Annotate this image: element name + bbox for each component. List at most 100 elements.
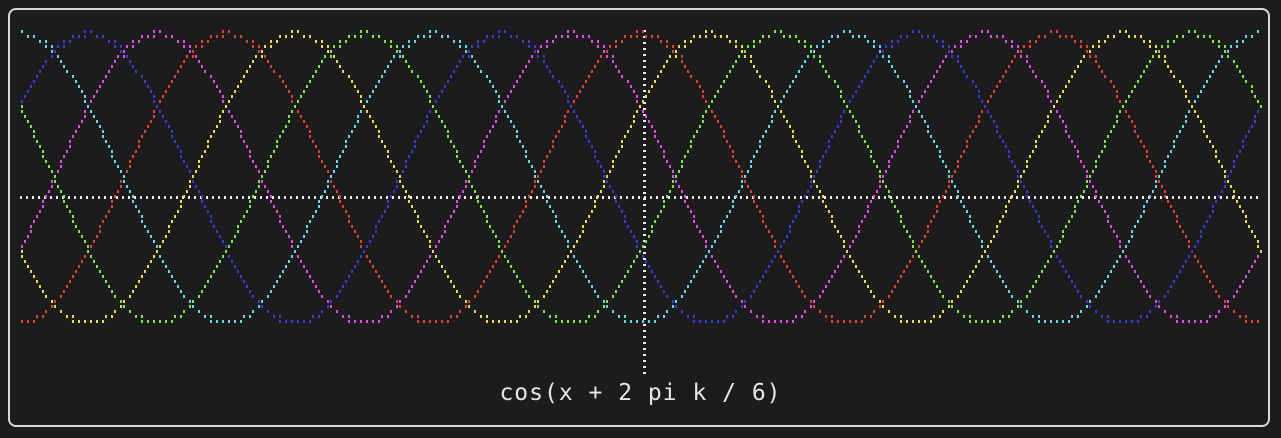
series-point [783,95,785,98]
x-axis-dot [1214,196,1216,199]
series-point [558,270,560,273]
series-point [99,230,101,233]
series-point [1092,45,1094,48]
x-axis-dot [464,196,466,199]
x-axis-dot [932,196,934,199]
series-point [645,35,647,38]
series-point [1074,210,1076,213]
series-point [855,90,857,93]
series-point [126,170,128,173]
series-point [1026,160,1028,163]
series-point [663,200,665,203]
x-axis-dot [1202,196,1204,199]
series-point [1122,250,1124,253]
series-point [438,95,440,98]
series-point [825,315,827,318]
series-point [873,60,875,63]
series-point [726,280,728,283]
series-point [30,125,32,128]
series-point [300,260,302,263]
series-point [348,215,350,218]
series-point [831,220,833,223]
series-point [1125,245,1127,248]
series-point [333,45,335,48]
series-point [675,55,677,58]
series-point [102,220,104,223]
series-point [1128,95,1130,98]
series-point [957,195,959,198]
x-axis-dot [578,196,580,199]
series-point [657,215,659,218]
x-axis-dot [824,196,826,199]
series-point [1134,270,1136,273]
series-point [987,320,989,323]
series-point [933,315,935,318]
x-axis-dot [1082,196,1084,199]
series-point [1239,70,1241,73]
series-point [465,50,467,53]
series-point [726,215,728,218]
y-axis-dot [643,354,646,356]
series-point [480,205,482,208]
series-point [27,120,29,123]
series-point [1098,40,1100,43]
y-axis-dot [643,270,646,272]
series-point [81,90,83,93]
series-point [267,310,269,313]
series-point [372,265,374,268]
series-point [831,215,833,218]
series-point [129,295,131,298]
series-point [429,35,431,38]
series-point [912,30,914,33]
series-point [234,35,236,38]
series-point [60,310,62,313]
series-point [405,160,407,163]
series-point [909,120,911,123]
series-point [705,35,707,38]
series-point [978,235,980,238]
series-point [1200,230,1202,233]
x-axis-dot [80,196,82,199]
series-point [132,65,134,68]
series-point [429,110,431,113]
series-point [486,275,488,278]
series-point [756,150,758,153]
series-point [99,125,101,128]
series-point [792,220,794,223]
series-point [993,120,995,123]
series-point [603,185,605,188]
series-point [195,185,197,188]
series-point [723,135,725,138]
series-point [102,130,104,133]
series-point [702,95,704,98]
series-point [918,100,920,103]
series-point [288,115,290,118]
series-point [426,260,428,263]
series-point [513,230,515,233]
series-point [96,235,98,238]
series-point [429,320,431,323]
series-point [465,170,467,173]
series-point [276,140,278,143]
series-point [687,285,689,288]
series-point [1095,310,1097,313]
series-point [1242,210,1244,213]
x-axis-dot [1100,196,1102,199]
series-point [1212,70,1214,73]
series-point [261,55,263,58]
series-point [603,300,605,303]
series-point [252,310,254,313]
series-point [561,35,563,38]
series-point [1143,70,1145,73]
series-point [585,135,587,138]
series-point [1044,125,1046,128]
series-point [924,265,926,268]
series-point [1125,110,1127,113]
series-point [141,320,143,323]
series-point [807,165,809,168]
series-point [1164,310,1166,313]
series-point [744,50,746,53]
series-point [1134,225,1136,228]
series-point [396,45,398,48]
series-point [228,100,230,103]
